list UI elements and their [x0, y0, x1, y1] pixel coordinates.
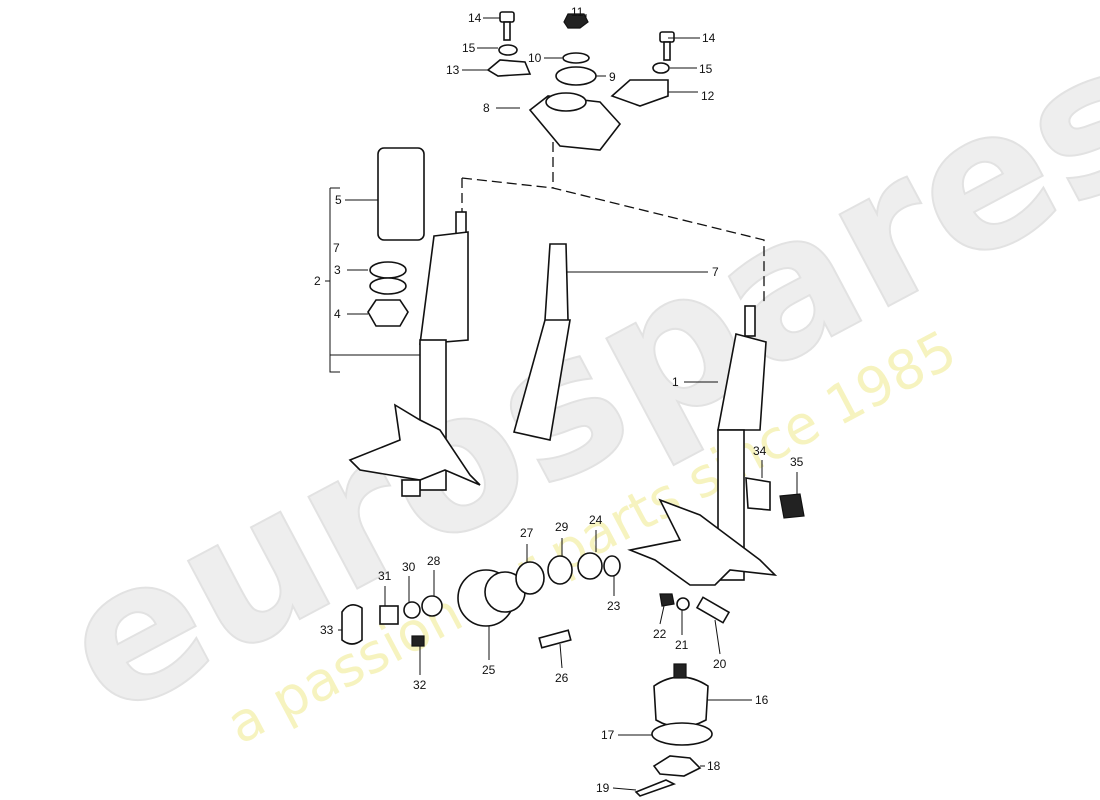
- label-10: 10: [528, 51, 542, 65]
- cotter-pin-19: [634, 779, 677, 797]
- clip-35: [779, 493, 805, 519]
- label-31: 31: [378, 569, 392, 583]
- nut-17: [651, 722, 713, 746]
- bearing-27: [515, 561, 545, 595]
- label-29: 29: [555, 520, 569, 534]
- label-12: 12: [701, 89, 715, 103]
- label-13: 13: [446, 63, 460, 77]
- label-17: 17: [601, 728, 615, 742]
- left-steering-knuckle: [348, 403, 481, 486]
- label-28: 28: [427, 554, 441, 568]
- bolt-14-right-shank: [663, 41, 671, 61]
- nut-11: [563, 13, 589, 29]
- leader-lines: [325, 14, 798, 791]
- label-15-left: 15: [462, 41, 476, 55]
- ball-joint-16: [653, 676, 709, 728]
- label-3: 3: [334, 263, 341, 277]
- right-shock-body: [717, 333, 767, 431]
- label-15-right: 15: [699, 62, 713, 76]
- nut-31: [379, 605, 399, 625]
- clip-34: [745, 477, 771, 511]
- plate-13: [486, 59, 532, 77]
- stop-4: [367, 299, 409, 327]
- plate-12: [610, 79, 669, 107]
- assembly-dashed-lines: [461, 142, 765, 305]
- label-8: 8: [483, 101, 490, 115]
- label-25: 25: [482, 663, 496, 677]
- lock-plate-18: [652, 755, 702, 777]
- bolt-14-left: [499, 11, 515, 23]
- hub-parts: [341, 552, 731, 797]
- label-21: 21: [675, 638, 689, 652]
- boot-5: [377, 147, 425, 241]
- right-strut: [627, 305, 805, 586]
- label-35: 35: [790, 455, 804, 469]
- label-5: 5: [335, 193, 342, 207]
- label-7-left: 7: [333, 241, 340, 255]
- cap-33: [341, 604, 363, 645]
- washer-21: [676, 597, 690, 611]
- left-strut: [348, 147, 481, 497]
- label-16: 16: [755, 693, 769, 707]
- left-shock-body: [419, 231, 469, 345]
- bolt-14-left-shank: [503, 21, 511, 41]
- washer-10: [562, 52, 590, 64]
- label-30: 30: [402, 560, 416, 574]
- bearing-9: [555, 66, 597, 86]
- label-23: 23: [607, 599, 621, 613]
- washer-15-right: [652, 62, 670, 74]
- washer-15-left: [498, 44, 518, 56]
- right-rod: [744, 305, 756, 337]
- seal-24: [577, 552, 603, 580]
- label-1: 1: [672, 375, 679, 389]
- label-7-right: 7: [712, 265, 719, 279]
- bolt-14-right: [659, 31, 675, 43]
- label-4: 4: [334, 307, 341, 321]
- label-27: 27: [520, 526, 534, 540]
- label-26: 26: [555, 671, 569, 685]
- nut-22: [659, 593, 675, 607]
- label-19: 19: [596, 781, 610, 795]
- label-24: 24: [589, 513, 603, 527]
- label-2: 2: [314, 274, 321, 288]
- label-11: 11: [571, 5, 584, 19]
- label-22: 22: [653, 627, 667, 641]
- label-9: 9: [609, 70, 616, 84]
- bearing-28: [421, 595, 443, 617]
- label-18: 18: [707, 759, 721, 773]
- part-labels: 14 11 14 15 10 9 15 13 12 8 5 7 3 2 4 7 …: [314, 5, 804, 795]
- top-mount-group: [461, 11, 765, 305]
- mount-plate-8-collar: [545, 92, 587, 112]
- stud-20: [695, 596, 731, 624]
- bump-stop-3: [369, 261, 407, 279]
- ring-23: [603, 555, 621, 577]
- label-32: 32: [413, 678, 427, 692]
- label-20: 20: [713, 657, 727, 671]
- right-steering-knuckle: [627, 498, 778, 586]
- race-29: [547, 555, 573, 585]
- bolt-26: [538, 629, 572, 649]
- label-34: 34: [753, 444, 767, 458]
- label-14-left: 14: [468, 11, 482, 25]
- bolt-32: [411, 635, 425, 647]
- ball-joint-16-stud: [673, 663, 687, 679]
- bump-stop-3-lower: [369, 277, 407, 295]
- label-33: 33: [320, 623, 334, 637]
- label-14-right: 14: [702, 31, 716, 45]
- left-knuckle-foot: [401, 479, 421, 497]
- strut-insert-7: [513, 243, 571, 441]
- washer-30: [403, 601, 421, 619]
